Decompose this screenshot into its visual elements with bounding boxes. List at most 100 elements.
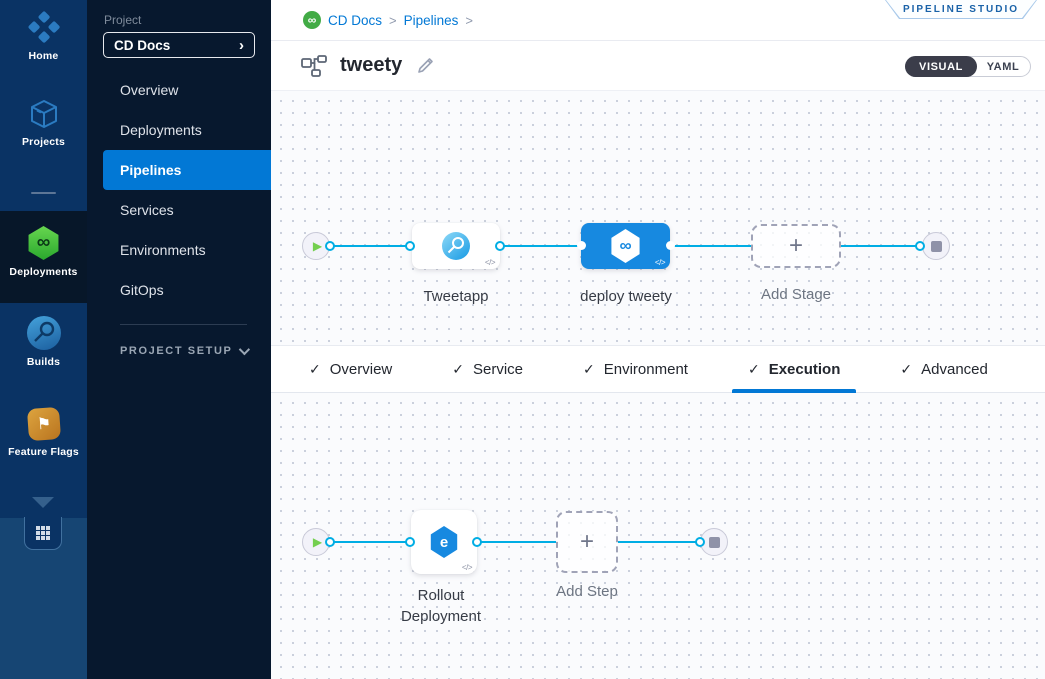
check-icon: ✓ (583, 360, 595, 377)
sidebar-item-environments[interactable]: Environments (120, 242, 206, 258)
edge (500, 245, 581, 247)
rail-bottom-section (0, 517, 87, 679)
play-icon: ▶ (312, 239, 323, 253)
play-icon: ▶ (312, 535, 323, 549)
rail-item-projects[interactable]: Projects (0, 98, 87, 148)
sidebar-item-overview[interactable]: Overview (120, 82, 179, 98)
code-icon: </> (461, 563, 473, 572)
step-node-rollout-deployment[interactable]: e </> (411, 510, 477, 574)
cd-project-icon: ∞ (303, 11, 321, 29)
sidebar-item-pipelines[interactable]: Pipelines (103, 150, 271, 190)
connector-port (472, 537, 482, 547)
stage-label: Tweetapp (423, 288, 489, 305)
pipeline-end-node (922, 232, 950, 260)
rail-item-feature-flags[interactable]: ⚑ Feature Flags (0, 406, 87, 458)
stop-icon (708, 536, 720, 548)
execution-canvas[interactable]: ▶ e </> + Rollout Deployment Add Step (271, 393, 1045, 679)
check-icon: ✓ (747, 360, 760, 377)
cube-icon (28, 98, 60, 130)
page-title: tweety (340, 54, 403, 76)
edge (841, 245, 920, 247)
project-label: Project (104, 13, 142, 27)
connector-port (577, 241, 586, 250)
view-toggle: VISUAL YAML (905, 56, 1031, 77)
rail-label: Projects (21, 136, 66, 148)
title-bar: tweety VISUAL YAML (271, 40, 1045, 90)
project-setup-toggle[interactable]: PROJECT SETUP (120, 343, 251, 357)
add-step-button[interactable]: + (556, 511, 618, 573)
module-picker-button[interactable] (24, 517, 62, 550)
sidebar-divider (120, 324, 247, 325)
grid-icon (36, 526, 50, 540)
add-step-label: Add Step (556, 583, 618, 600)
module-rail: Home Projects ∞ Deployments Builds ⚑ Fea… (0, 0, 87, 679)
breadcrumb-link-pipelines[interactable]: Pipelines (403, 12, 459, 28)
cd-stage-icon: ∞ (611, 229, 640, 263)
rail-item-deployments[interactable]: ∞ Deployments (0, 211, 87, 303)
stage-node-deploy-tweety[interactable]: ∞ </> (581, 223, 670, 269)
chevron-down-icon (238, 343, 251, 356)
tab-execution[interactable]: ✓Execution (731, 346, 857, 393)
rail-item-builds[interactable]: Builds (0, 316, 87, 368)
rail-label: Feature Flags (8, 446, 79, 458)
project-setup-label: PROJECT SETUP (120, 345, 233, 357)
sidebar-item-deployments[interactable]: Deployments (120, 122, 202, 138)
edit-pencil-icon[interactable] (416, 56, 435, 75)
main-content: ∞ CD Docs > Pipelines > PIPELINE STUDIO … (271, 0, 1045, 679)
connector-port (695, 537, 705, 547)
plus-icon: + (579, 528, 594, 555)
connector-port (405, 537, 415, 547)
rail-divider (31, 192, 56, 194)
edge (670, 245, 751, 247)
pipeline-studio-label: PIPELINE STUDIO (902, 3, 1020, 15)
add-stage-label: Add Stage (760, 286, 832, 303)
stop-icon (930, 240, 942, 252)
home-icon (27, 10, 61, 44)
rail-more-chevron-icon[interactable] (32, 497, 54, 508)
rollout-deployment-icon: e (430, 526, 458, 558)
connector-port (325, 537, 335, 547)
check-icon: ✓ (309, 360, 321, 377)
check-icon: ✓ (452, 360, 464, 377)
connector-port (405, 241, 415, 251)
rail-label: Builds (26, 356, 61, 368)
tab-environment[interactable]: ✓Environment (583, 360, 688, 378)
plus-icon: + (788, 232, 803, 259)
ci-build-icon (26, 316, 61, 350)
ci-stage-icon (442, 232, 470, 260)
cd-infinity-icon: ∞ (28, 226, 59, 260)
code-icon: </> (654, 258, 666, 267)
sidebar-item-gitops[interactable]: GitOps (120, 282, 164, 298)
rail-label: Deployments (9, 266, 78, 278)
stage-tab-bar: ✓Overview ✓Service ✓Environment ✓Executi… (271, 345, 1045, 393)
feature-flag-icon: ⚑ (26, 406, 61, 442)
edge (330, 245, 410, 247)
step-label: Rollout Deployment (400, 587, 482, 625)
add-stage-button[interactable]: + (751, 224, 841, 268)
tab-service[interactable]: ✓Service (452, 360, 524, 378)
rail-item-home[interactable]: Home (0, 10, 87, 62)
sidebar-item-services[interactable]: Services (120, 202, 174, 218)
connector-port (915, 241, 925, 251)
code-icon: </> (484, 258, 496, 267)
stage-node-tweetapp[interactable]: </> (412, 223, 500, 269)
breadcrumb-separator: > (389, 12, 397, 28)
project-selector[interactable]: CD Docs › (103, 32, 255, 58)
stage-canvas[interactable]: ▶ </> ∞ </> + (271, 90, 1045, 345)
breadcrumb-link-project[interactable]: CD Docs (328, 12, 383, 28)
edge (477, 541, 556, 543)
check-icon: ✓ (900, 360, 913, 377)
toggle-yaml[interactable]: YAML (986, 60, 1020, 73)
sidebar-nav: Overview Deployments Pipelines Services … (87, 70, 271, 310)
pipeline-studio-badge: PIPELINE STUDIO (885, 0, 1037, 19)
tab-overview[interactable]: ✓Overview (309, 360, 393, 378)
project-selector-value: CD Docs (114, 37, 171, 53)
toggle-visual[interactable]: VISUAL (905, 56, 977, 77)
breadcrumb: ∞ CD Docs > Pipelines > PIPELINE STUDIO (271, 0, 1045, 40)
pipeline-icon (301, 54, 327, 77)
tab-advanced[interactable]: ✓Advanced (900, 360, 988, 378)
edge (330, 541, 410, 543)
connector-port (325, 241, 335, 251)
connector-port (666, 241, 675, 250)
